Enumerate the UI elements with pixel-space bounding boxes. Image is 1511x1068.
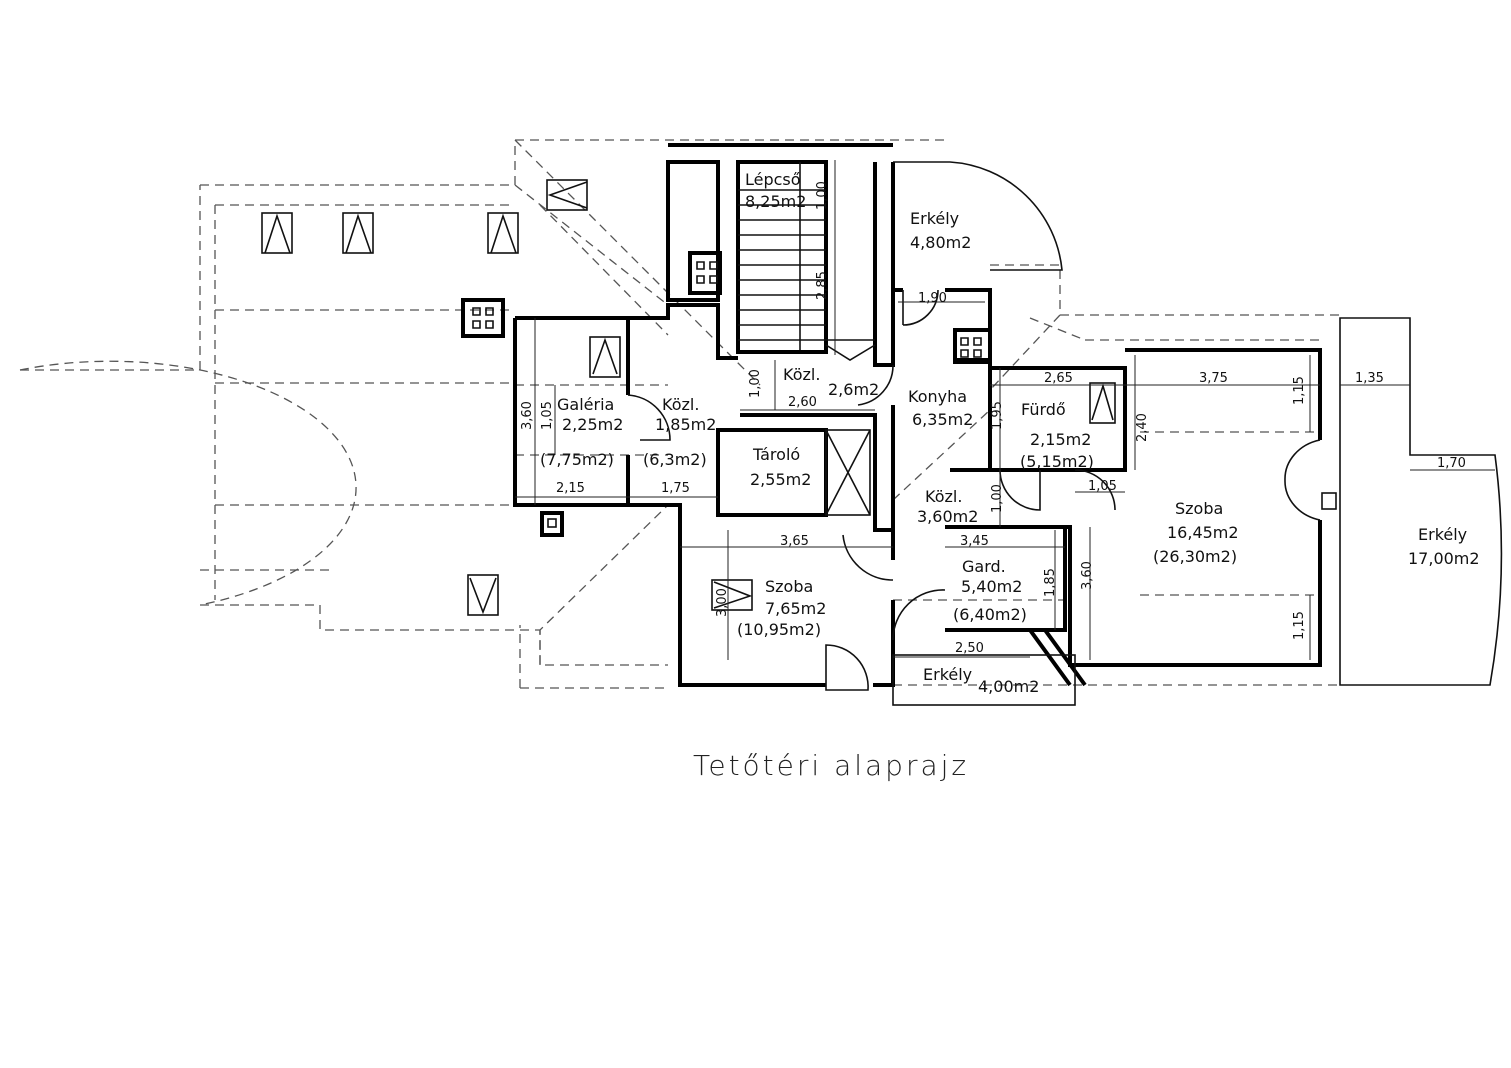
room-name: Erkély <box>1418 525 1467 544</box>
walls <box>513 143 1322 687</box>
room-name: Közl. <box>925 487 962 506</box>
dimension-labels: 2,15 1,75 2,60 1,90 2,65 3,75 1,35 1,70 … <box>520 181 1466 656</box>
room-name: Konyha <box>908 387 967 406</box>
room-area: 1,85m2 <box>655 415 716 434</box>
dimension-label: 1,00 <box>748 369 763 398</box>
dimension-label: 2,85 <box>815 271 830 300</box>
dimension-label: 1,35 <box>1355 371 1384 386</box>
room-lepcso: Lépcső 8,25m2 <box>745 170 806 211</box>
dimension-label: 1,85 <box>1043 568 1058 597</box>
room-area: 3,60m2 <box>917 507 978 526</box>
staircase <box>738 162 876 361</box>
roof-windows <box>261 179 1116 616</box>
room-kozl-2: Közl. 2,6m2 <box>783 365 879 399</box>
balconies <box>892 161 1503 706</box>
room-area: 2,55m2 <box>750 470 811 489</box>
plan-title: Tetőtéri alaprajz <box>693 749 969 782</box>
room-gross-area: (6,40m2) <box>953 605 1027 624</box>
roof-window-icon <box>261 212 293 254</box>
chimney-icon <box>461 298 505 338</box>
doors <box>627 289 1337 691</box>
room-area: 2,15m2 <box>1030 430 1091 449</box>
room-gross-area: (5,15m2) <box>1020 452 1094 471</box>
dimension-label: 3,75 <box>1199 371 1228 386</box>
room-area: 17,00m2 <box>1408 549 1480 568</box>
room-area: 4,80m2 <box>910 233 971 252</box>
room-name: Galéria <box>557 395 614 414</box>
dimension-label: 3,45 <box>960 534 989 549</box>
room-gross-area: (26,30m2) <box>1153 547 1237 566</box>
room-area: 7,65m2 <box>765 599 826 618</box>
room-name: Szoba <box>765 577 813 596</box>
room-kozl-3: Közl. 3,60m2 <box>917 487 978 526</box>
room-area: 4,00m2 <box>978 677 1039 696</box>
room-tarolo: Tároló 2,55m2 <box>750 445 811 489</box>
chimney-icon <box>953 328 992 364</box>
dimension-label: 1,15 <box>1292 611 1307 640</box>
room-erkely-large: Erkély 17,00m2 <box>1408 525 1480 568</box>
room-erkely-small: Erkély 4,00m2 <box>923 665 1039 696</box>
dimension-label: 1,95 <box>990 401 1005 430</box>
room-name: Szoba <box>1175 499 1223 518</box>
room-area: 6,35m2 <box>912 410 973 429</box>
room-area: 2,6m2 <box>828 380 879 399</box>
room-name: Közl. <box>662 395 699 414</box>
room-name: Tároló <box>752 445 800 464</box>
room-area: 16,45m2 <box>1167 523 1239 542</box>
roof-window-icon <box>589 336 621 378</box>
chimneys <box>461 251 992 537</box>
room-name: Erkély <box>923 665 972 684</box>
dimension-label: 1,15 <box>1292 376 1307 405</box>
room-gard: Gard. 5,40m2 (6,40m2) <box>953 557 1027 624</box>
room-name: Fürdő <box>1021 400 1066 419</box>
room-labels: Lépcső 8,25m2 Erkély 4,80m2 Galéria 2,25… <box>540 170 1480 696</box>
dimension-label: 1,90 <box>918 291 947 306</box>
roof-window-icon <box>546 179 588 211</box>
room-name: Erkély <box>910 209 959 228</box>
dimension-label: 1,05 <box>540 401 555 430</box>
dimension-label: 2,40 <box>1135 413 1150 442</box>
roof-window-icon <box>487 212 519 254</box>
dimension-label: 2,50 <box>955 641 984 656</box>
room-area: 2,25m2 <box>562 415 623 434</box>
room-area: 8,25m2 <box>745 192 806 211</box>
dimension-label: 1,70 <box>1437 456 1466 471</box>
dimension-label: 3,65 <box>780 534 809 549</box>
dimension-label: 2,15 <box>556 481 585 496</box>
chimney-icon <box>540 511 564 537</box>
dimension-label: 2,65 <box>1044 371 1073 386</box>
dimension-label: 1,00 <box>815 181 830 210</box>
room-szoba-large: Szoba 16,45m2 (26,30m2) <box>1153 499 1239 566</box>
room-szoba-small: Szoba 7,65m2 (10,95m2) <box>737 577 826 639</box>
dimension-label: 2,60 <box>788 395 817 410</box>
room-name: Gard. <box>962 557 1006 576</box>
room-gross-area: (6,3m2) <box>643 450 707 469</box>
roof-window-icon <box>342 212 374 254</box>
dimension-label: 1,00 <box>990 484 1005 513</box>
dimension-label: 3,00 <box>715 588 730 617</box>
room-name: Közl. <box>783 365 820 384</box>
room-gross-area: (7,75m2) <box>540 450 614 469</box>
dimension-label: 3,60 <box>1080 561 1095 590</box>
chimney-icon <box>688 251 722 295</box>
room-galeria: Galéria 2,25m2 (7,75m2) <box>540 395 623 469</box>
roof-window-icon <box>467 574 499 616</box>
room-area: 5,40m2 <box>961 577 1022 596</box>
dimension-label: 3,60 <box>520 401 535 430</box>
roof-window-icon <box>711 579 753 611</box>
dimension-lines <box>515 160 1495 660</box>
room-kozl-1: Közl. 1,85m2 (6,3m2) <box>643 395 716 469</box>
roof-window-icon <box>1089 382 1116 424</box>
room-gross-area: (10,95m2) <box>737 620 821 639</box>
room-name: Lépcső <box>745 170 801 189</box>
room-furdo: Fürdő 2,15m2 (5,15m2) <box>1020 400 1094 471</box>
dimension-label: 1,05 <box>1088 479 1117 494</box>
room-konyha: Konyha 6,35m2 <box>908 387 973 429</box>
room-erkely-top: Erkély 4,80m2 <box>910 209 971 252</box>
dimension-label: 1,75 <box>661 481 690 496</box>
